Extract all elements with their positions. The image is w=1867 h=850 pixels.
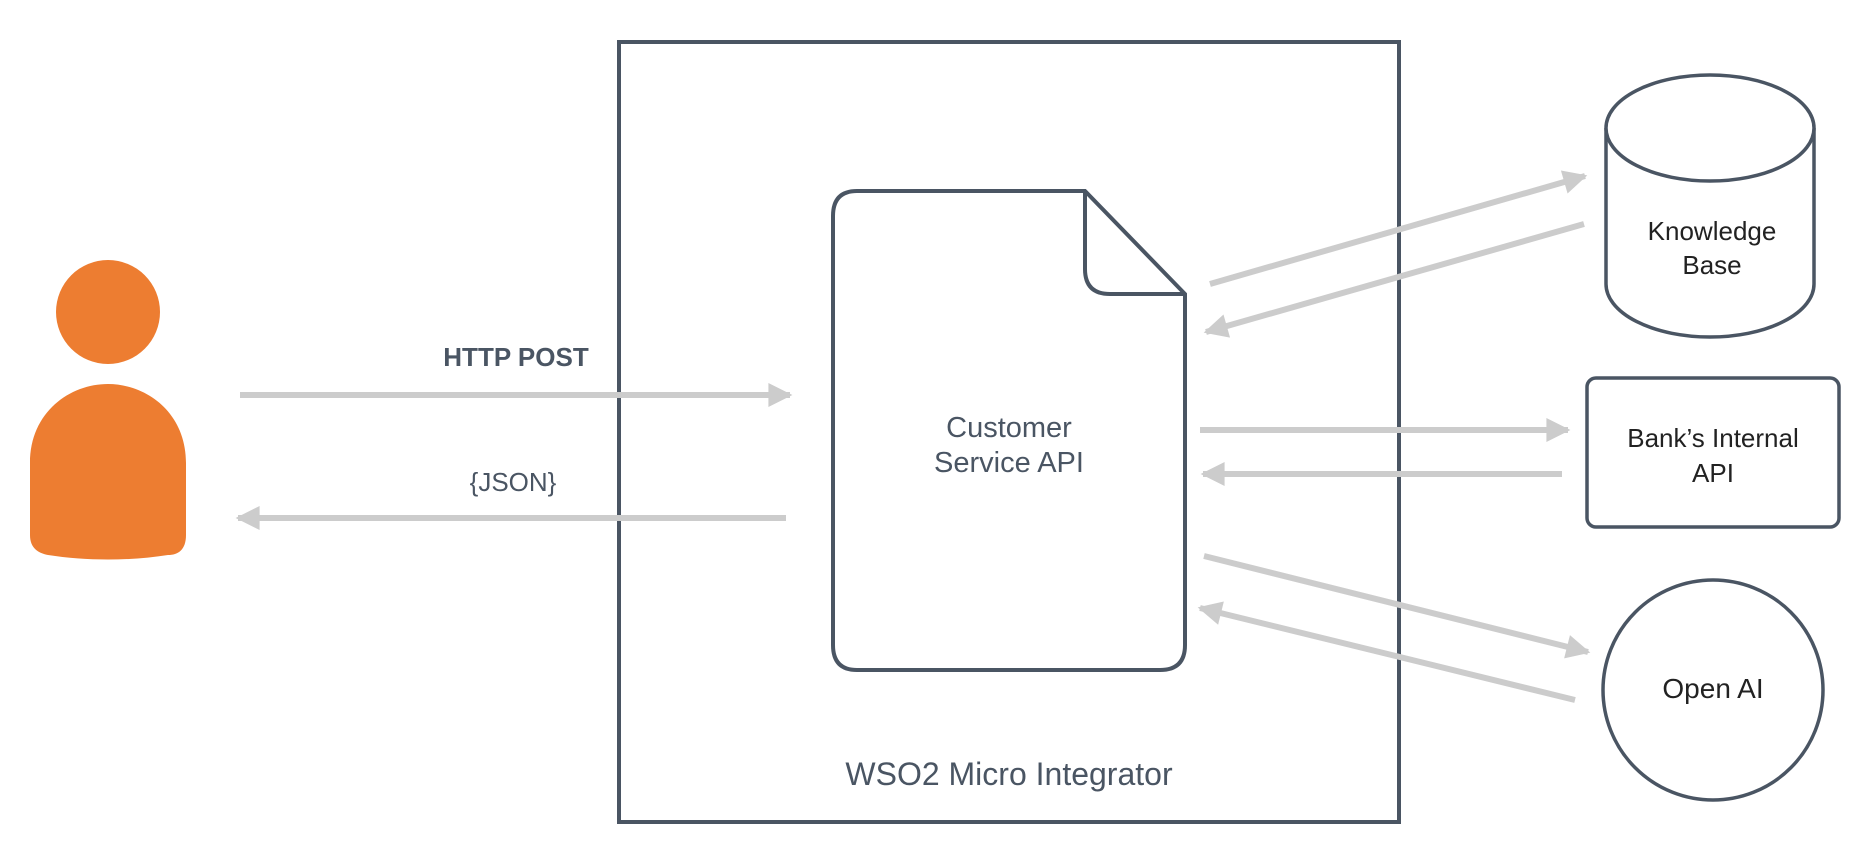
- bank-api-label-line1: Bank’s Internal: [1627, 423, 1799, 453]
- api-label-line2: Service API: [934, 447, 1084, 479]
- open-ai-to-api-arrow: [1197, 601, 1576, 703]
- knowledge-base-label-line2: Base: [1682, 250, 1741, 280]
- bank-api-label-line2: API: [1692, 458, 1734, 488]
- knowledge-base-to-api-arrow: [1203, 221, 1585, 338]
- open-ai-label: Open AI: [1662, 673, 1763, 704]
- json-response-label: {JSON}: [470, 467, 557, 497]
- knowledge-base-cylinder: [1604, 73, 1816, 339]
- open-ai-circle: [1601, 578, 1825, 802]
- user-icon: [30, 260, 186, 560]
- micro-integrator-label: WSO2 Micro Integrator: [845, 756, 1173, 792]
- customer-service-api-document: [831, 189, 1187, 672]
- api-to-open-ai-arrow: [1203, 553, 1591, 659]
- document-fold: [1083, 191, 1185, 296]
- knowledge-base-label-line1: Knowledge: [1648, 216, 1777, 246]
- api-to-knowledge-base-arrow: [1209, 170, 1588, 287]
- http-post-label: HTTP POST: [443, 342, 589, 372]
- bank-internal-api-box: [1585, 376, 1841, 529]
- api-label-line1: Customer: [946, 412, 1072, 444]
